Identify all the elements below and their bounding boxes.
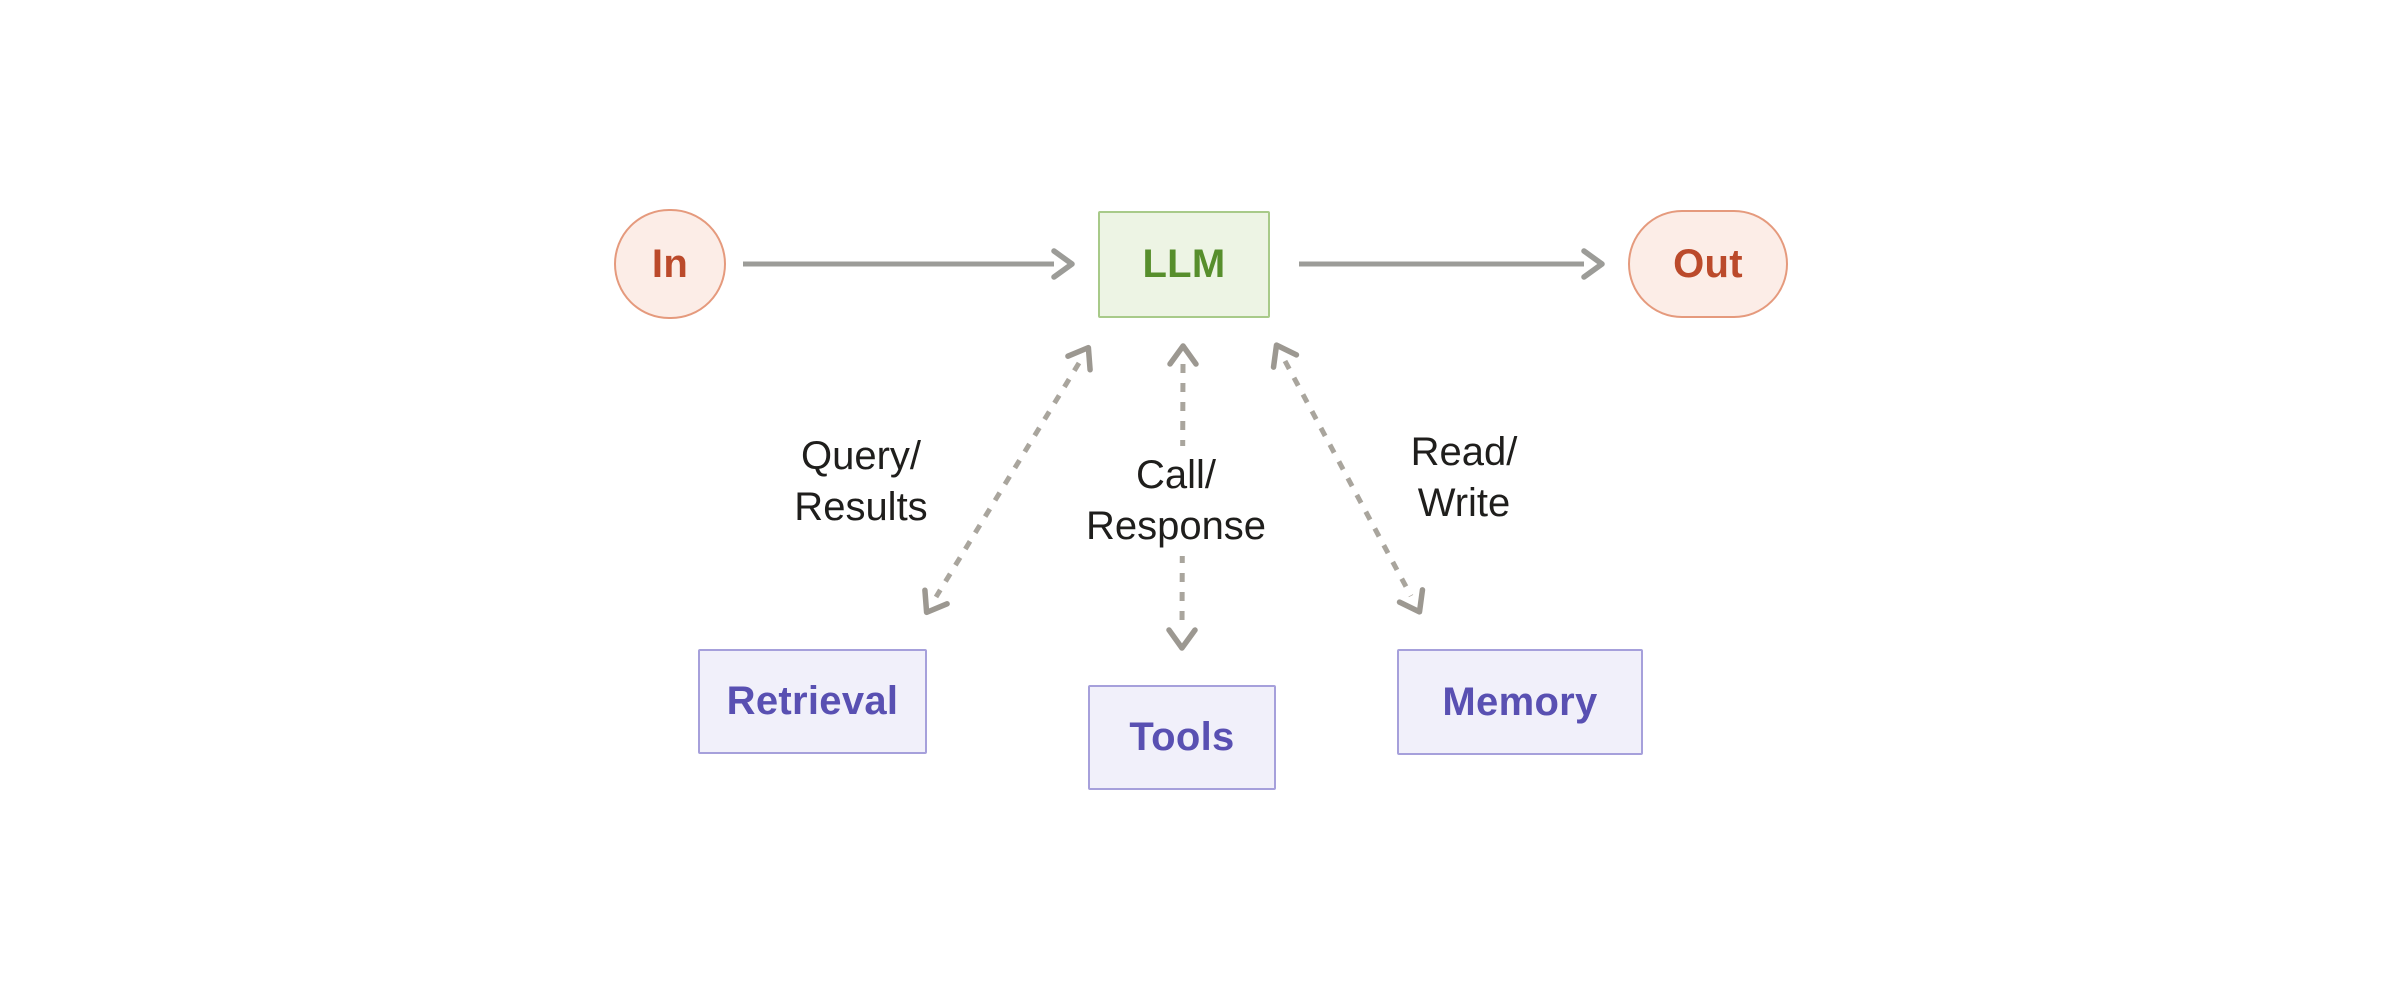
node-in-label: In bbox=[651, 241, 689, 286]
node-memory: Memory bbox=[1397, 649, 1643, 755]
edge-label-query-line1: Query/ bbox=[800, 434, 922, 478]
edge-label-query-line2: Results bbox=[794, 485, 928, 529]
node-tools: Tools bbox=[1088, 685, 1276, 790]
node-llm-label: LLM bbox=[1142, 242, 1226, 286]
node-memory-label: Memory bbox=[1442, 679, 1598, 724]
edge-label-call-response: Call/ Response bbox=[1075, 446, 1277, 556]
arrow-llm-retrieval-icon bbox=[922, 344, 1093, 616]
edge-label-query-results: Query/ Results bbox=[794, 431, 927, 533]
edge-label-call-line1: Call/ bbox=[1135, 453, 1217, 497]
edge-label-read-line1: Read/ bbox=[1410, 430, 1518, 474]
arrow-llm-memory-icon bbox=[1270, 342, 1426, 615]
node-in: In bbox=[614, 209, 726, 319]
node-tools-label: Tools bbox=[1129, 715, 1235, 759]
edge-label-call-line2: Response bbox=[1085, 504, 1267, 548]
node-llm: LLM bbox=[1098, 211, 1270, 318]
edge-label-read-line2: Write bbox=[1417, 481, 1511, 525]
node-retrieval-label: Retrieval bbox=[726, 679, 899, 723]
node-retrieval: Retrieval bbox=[698, 649, 927, 754]
node-out-label: Out bbox=[1673, 241, 1743, 286]
edge-label-read-write: Read/ Write bbox=[1411, 427, 1518, 529]
node-out: Out bbox=[1628, 210, 1788, 318]
